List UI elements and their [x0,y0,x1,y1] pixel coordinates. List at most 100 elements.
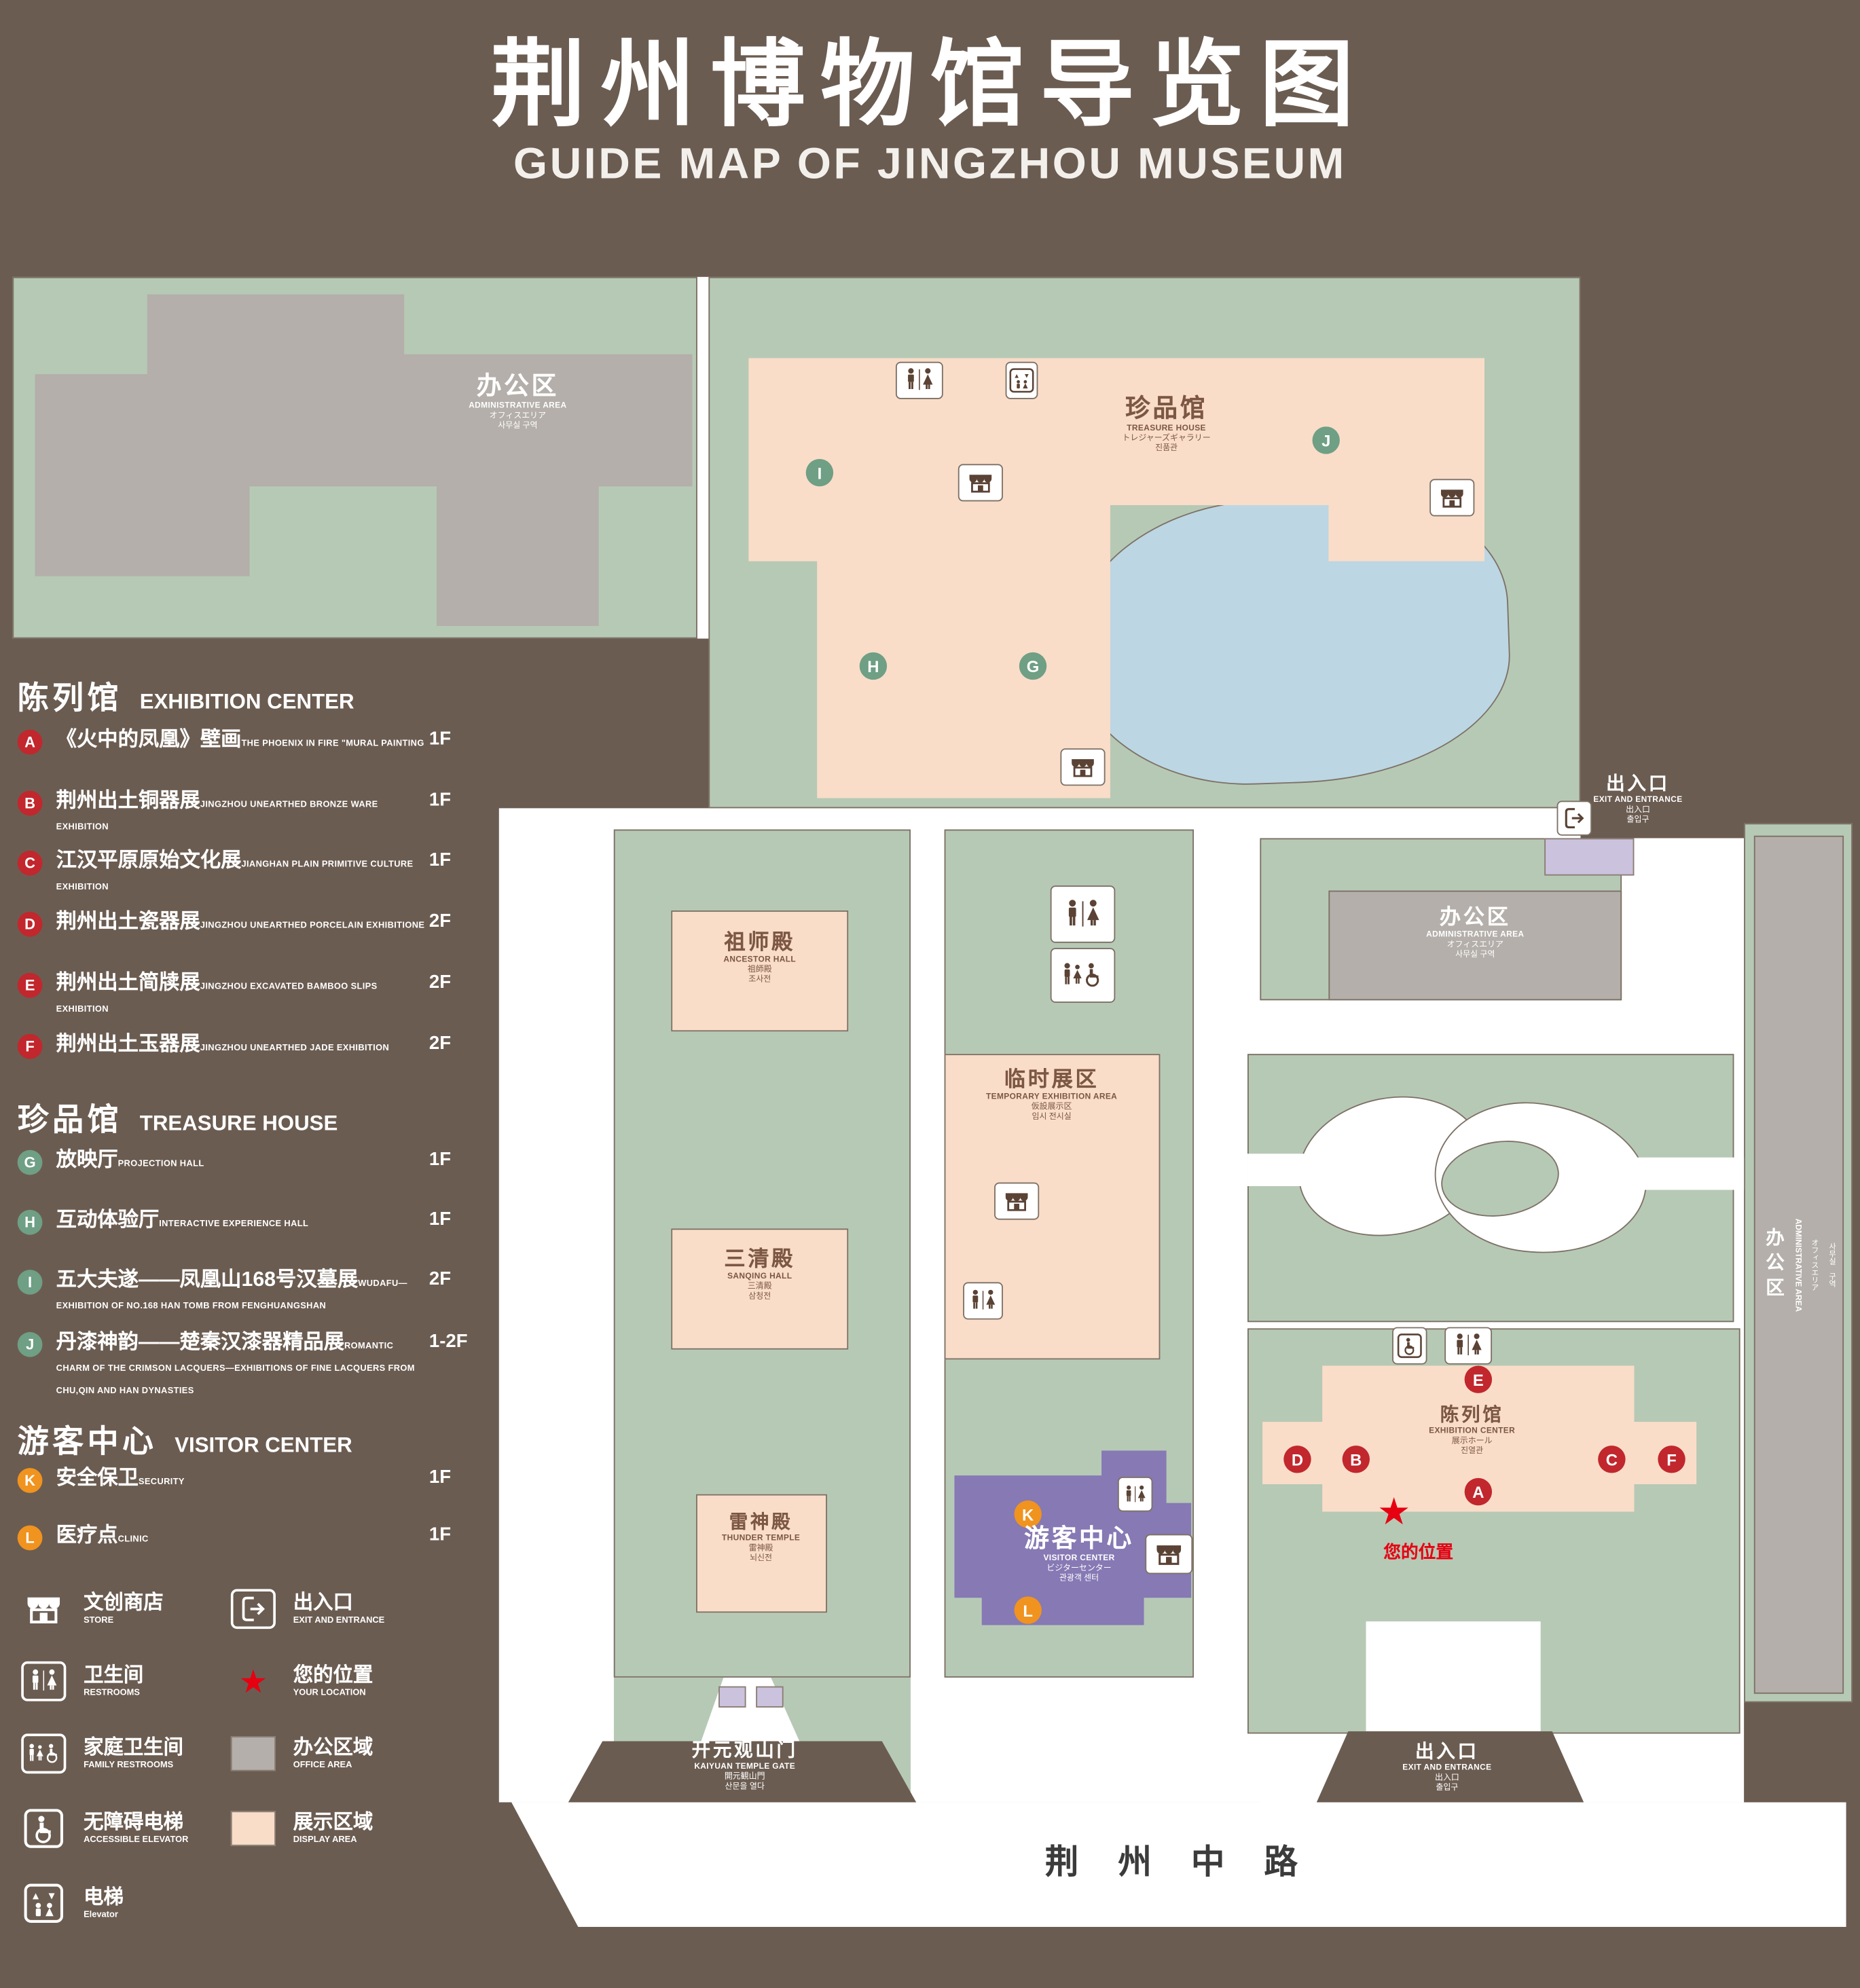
elevator-icon [1005,361,1038,399]
accessible-elevator-icon [1392,1327,1427,1365]
map-marker-B: B [1342,1446,1370,1473]
building-sanqing-hall [671,1228,849,1350]
office-area-swatch [227,1731,279,1776]
marker-badge-F: F [17,1033,43,1059]
restroom-icon [895,361,943,399]
marker-badge-H: H [17,1209,43,1235]
store-icon [1060,748,1106,786]
floor-badge: 2F [428,1268,452,1290]
elevator-icon [18,1881,70,1926]
floor-badge: 2F [428,972,452,993]
gate-pad-west [718,1686,746,1708]
map-marker-J: J [1312,426,1340,454]
store-icon [994,1182,1040,1220]
map-marker-K: K [1014,1500,1042,1528]
road-jingzhou-middle: 荆 州 中 路 [511,1802,1846,1928]
exit-icon [227,1587,279,1632]
display-area-swatch [227,1806,279,1851]
floor-badge: 1F [428,849,452,871]
map-marker-C: C [1598,1446,1626,1473]
marker-badge-C: C [17,850,43,876]
building-thunder-temple [696,1494,827,1613]
restroom-icon [18,1659,70,1704]
south-exit-forecourt [1316,1731,1584,1804]
gate-forecourt [567,1741,917,1804]
legend-item-A: A 《火中的凤凰》壁画THE PHOENIX IN FIRE "MURAL PA… [17,728,481,755]
store-icon [1145,1534,1193,1575]
legend-item-D: D 荆州出土瓷器展JINGZHOU UNEARTHED PORCELAIN EX… [17,910,481,937]
store-icon [1429,479,1475,517]
map-marker-E: E [1464,1365,1493,1393]
your-location-star-icon: ★ [1377,1492,1411,1533]
walkway-south-exit [1366,1621,1541,1731]
legend-item-L: L 医疗点CLINIC 1F [17,1524,481,1551]
building-admin-east-strip [1753,835,1844,1694]
legend-item-J: J 丹漆神韵——楚秦汉漆器精品展ROMANTIC CHARM OF THE CR… [17,1331,481,1399]
restroom-icon [1444,1327,1493,1365]
walkway-top-gap [697,276,709,639]
marker-badge-B: B [17,790,43,816]
label-admin-east-strip: 办公区 ADMINISTRATIVE AREA オフィスエリア 사무실 구역 [1763,1218,1835,1312]
gate-pad-east [756,1686,784,1708]
floor-badge: 2F [428,910,452,932]
floor-badge: 1-2F [428,1331,468,1352]
marker-badge-D: D [17,911,43,937]
store-icon [18,1587,70,1632]
marker-badge-L: L [17,1525,43,1551]
marker-badge-K: K [17,1468,43,1493]
marker-badge-I: I [17,1270,43,1295]
marker-badge-E: E [17,972,43,998]
map-marker-F: F [1658,1446,1685,1473]
legend-item-K: K 安全保卫SECURITY 1F [17,1467,481,1493]
marker-badge-J: J [17,1331,43,1357]
park-path-connector-west [1247,1154,1320,1186]
floor-badge: 1F [428,1467,452,1488]
floor-badge: 1F [428,1209,452,1230]
exit-icon [1556,800,1592,836]
building-admin-east [1328,890,1622,1001]
floor-badge: 1F [428,1148,452,1171]
map-marker-H: H [859,652,888,680]
page-subtitle: GUIDE MAP OF JINGZHOU MUSEUM [513,139,1347,189]
map-marker-I: I [805,459,834,487]
legend-item-G: G 放映厅PROJECTION HALL 1F [17,1148,481,1175]
legend-item-C: C 江汉平原原始文化展JIANGHAN PLAIN PRIMITIVE CULT… [17,849,481,896]
floor-badge: 2F [428,1033,452,1054]
map-marker-L: L [1014,1596,1042,1624]
page-title: 荆州博物馆导览图 [490,32,1370,139]
marker-badge-A: A [17,729,43,755]
legend-item-H: H 互动体验厅INTERACTIVE EXPERIENCE HALL 1F [17,1209,481,1235]
store-icon [958,464,1003,502]
family-restroom-icon [1050,948,1116,1003]
restroom-icon [1050,885,1116,943]
restroom-icon [963,1282,1003,1320]
park-path-connector-east [1625,1157,1745,1190]
family-restroom-icon [18,1731,70,1776]
floor-badge: 1F [428,789,452,811]
map-marker-G: G [1019,652,1047,680]
map-marker-D: D [1283,1446,1311,1473]
road-label: 荆 州 中 路 [1044,1843,1313,1881]
floor-badge: 1F [428,728,452,750]
entrance-pad-northeast [1544,838,1635,876]
